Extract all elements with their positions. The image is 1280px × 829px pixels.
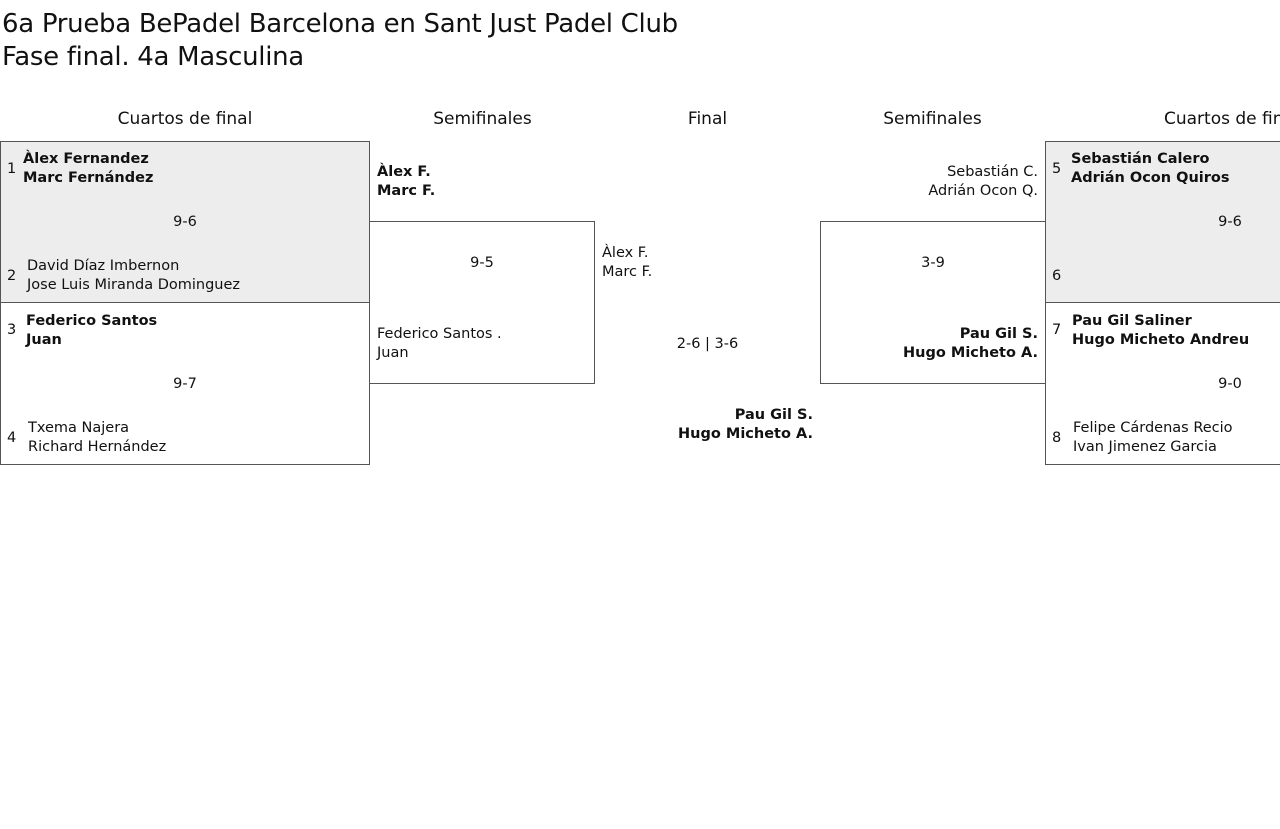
seed-number: 2 — [7, 268, 17, 284]
player-name: Hugo Micheto Andreu — [1072, 332, 1250, 348]
player-name: Marc F. — [602, 264, 653, 280]
header-final: Final — [687, 109, 728, 129]
seed-number: 4 — [7, 430, 17, 446]
player-name: Richard Hernández — [28, 439, 167, 455]
player-name: Marc F. — [377, 183, 436, 199]
player-name: Federico Santos . — [377, 326, 502, 342]
player-name: Àlex F. — [602, 245, 649, 261]
match-score: 9-7 — [173, 376, 197, 392]
player-name: Federico Santos — [26, 313, 158, 329]
seed-number: 8 — [1052, 430, 1062, 446]
player-name: Sebastián Calero — [1071, 151, 1210, 167]
player-name: Juan — [377, 345, 409, 361]
player-name: Pau Gil S. — [734, 407, 813, 423]
player-name: Hugo Micheto A. — [903, 345, 1038, 361]
match-score: 9-0 — [1218, 376, 1242, 392]
player-name: Juan — [26, 332, 62, 348]
player-name: Jose Luis Miranda Dominguez — [27, 277, 241, 293]
page-subtitle: Fase final. 4a Masculina — [2, 42, 304, 72]
match-score: 9-6 — [173, 214, 197, 230]
match-score: 9-6 — [1218, 214, 1242, 230]
final-score: 2-6 | 3-6 — [676, 336, 739, 352]
header-left-quarterfinals: Cuartos de final — [117, 109, 253, 129]
player-name: Àlex Fernandez — [23, 151, 149, 167]
match-box-right-qf2[interactable] — [1045, 302, 1280, 465]
match-score: 9-5 — [470, 255, 494, 271]
match-box-right-qf1[interactable] — [1045, 141, 1280, 303]
player-name: Ivan Jimenez Garcia — [1073, 439, 1217, 455]
seed-number: 1 — [7, 161, 17, 177]
match-box-left-qf1[interactable] — [0, 141, 370, 303]
player-name: Hugo Micheto A. — [678, 426, 813, 442]
header-left-semifinals: Semifinales — [433, 109, 532, 129]
seed-number: 3 — [7, 322, 17, 338]
header-right-semifinals: Semifinales — [883, 109, 982, 129]
page-title: 6a Prueba BePadel Barcelona en Sant Just… — [2, 9, 678, 39]
seed-number: 7 — [1052, 322, 1062, 338]
player-name: Txema Najera — [28, 420, 130, 436]
player-name: Pau Gil Saliner — [1072, 313, 1192, 329]
player-name: Adrián Ocon Quiros — [1071, 170, 1230, 186]
seed-number: 5 — [1052, 161, 1062, 177]
match-box-left-sf[interactable] — [369, 221, 595, 384]
player-name: Pau Gil S. — [959, 326, 1038, 342]
player-name: Marc Fernández — [23, 170, 154, 186]
player-name: Adrián Ocon Q. — [928, 183, 1038, 199]
seed-number: 6 — [1052, 268, 1062, 284]
player-name: Àlex F. — [377, 164, 431, 180]
player-name: Felipe Cárdenas Recio — [1073, 420, 1233, 436]
match-score: 3-9 — [921, 255, 945, 271]
header-right-quarterfinals: Cuartos de final — [1164, 109, 1280, 129]
player-name: Sebastián C. — [947, 164, 1038, 180]
player-name: David Díaz Imbernon — [27, 258, 180, 274]
